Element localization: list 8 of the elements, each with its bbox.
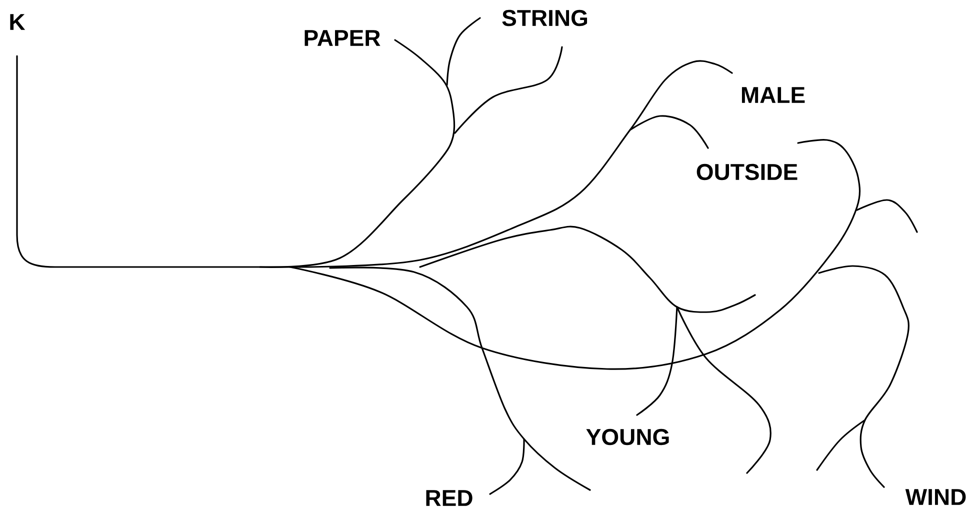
branch-label: K bbox=[10, 14, 26, 30]
branch-label: WIND bbox=[905, 489, 966, 505]
branch-label: OUTSIDE bbox=[696, 164, 798, 180]
branch-label: STRING bbox=[502, 10, 588, 26]
branch-label: PAPER bbox=[304, 30, 380, 46]
branch-label: MALE bbox=[742, 87, 805, 103]
branch-label: YOUNG bbox=[586, 428, 669, 446]
branch-label: RED bbox=[426, 490, 472, 506]
